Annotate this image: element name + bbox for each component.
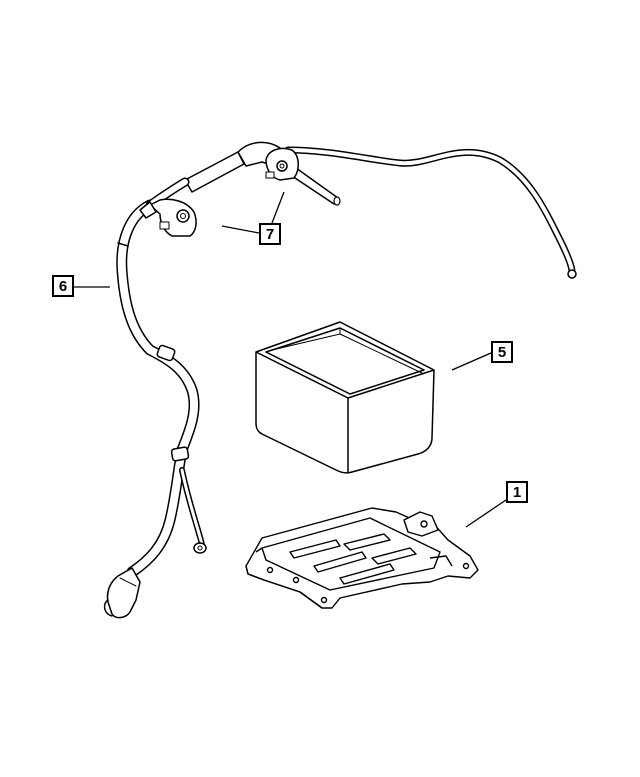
leader-lines <box>74 191 507 528</box>
leader-line-5 <box>451 352 492 371</box>
callout-part-5: 5 <box>491 341 513 363</box>
cable-boot-connector <box>106 567 141 619</box>
leader-line-1 <box>465 499 507 528</box>
main-cable <box>116 199 200 578</box>
battery-insulator <box>255 321 435 474</box>
callout-part-5-number: 5 <box>497 343 507 361</box>
callout-part-6-number: 6 <box>58 277 68 295</box>
post-pipe <box>291 167 339 205</box>
cable-sleeve <box>184 151 245 193</box>
callout-part-7-number: 7 <box>265 225 275 243</box>
callout-part-1-number: 1 <box>512 483 522 501</box>
leader-line-7b <box>271 191 285 224</box>
callout-part-6: 6 <box>52 275 74 297</box>
callout-part-1: 1 <box>506 481 528 503</box>
battery-tray <box>245 507 479 609</box>
battery-cable-harness <box>103 141 577 619</box>
callout-part-7: 7 <box>259 223 281 245</box>
positive-terminal-clamp <box>139 198 197 237</box>
negative-terminal-clamp <box>265 147 299 181</box>
ground-wire <box>284 146 576 276</box>
ring-terminal <box>567 269 577 279</box>
leader-line-7a <box>221 225 260 234</box>
